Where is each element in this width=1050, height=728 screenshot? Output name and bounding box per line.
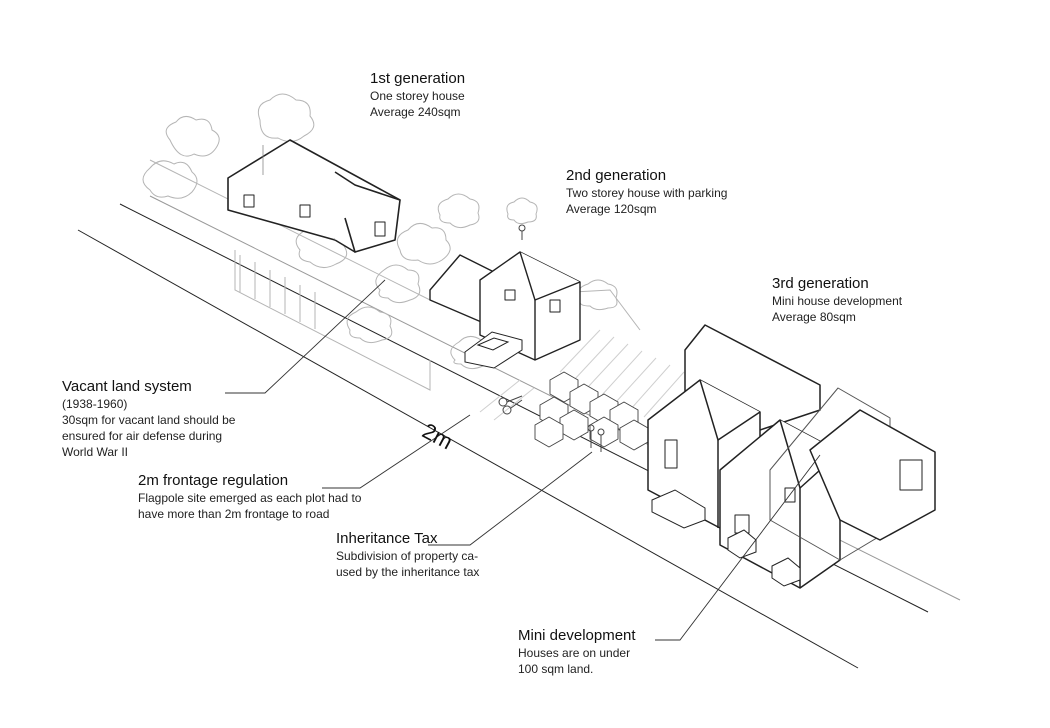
mini-development-label: Mini development Houses are on under 100… [518, 627, 636, 677]
boxes-cluster [534, 371, 649, 451]
second-generation-line-1: Two storey house with parking [566, 186, 728, 200]
inheritance-tax-label: Inheritance Tax Subdivision of property … [336, 530, 479, 580]
vacant-land-line-1: (1938-1960) [62, 397, 128, 411]
third-generation-houses [647, 324, 936, 589]
first-generation-house [227, 139, 401, 253]
vacant-land-line-2: 30sqm for vacant land should be [62, 413, 236, 427]
cars-street [651, 489, 801, 587]
second-generation-label: 2nd generation Two storey house with par… [566, 167, 727, 217]
second-generation-house [429, 251, 581, 361]
second-generation-title: 2nd generation [566, 167, 667, 184]
frontage-line-1: Flagpole site emerged as each plot had t… [138, 491, 362, 505]
first-generation-line-1: One storey house [370, 89, 465, 103]
vacant-land-line-3: ensured for air defense during [62, 429, 223, 443]
mini-development-line-1: Houses are on under [518, 646, 631, 660]
vacant-lot-hatch [479, 329, 685, 421]
people-figures [518, 224, 605, 452]
first-generation-line-2: Average 240sqm [370, 105, 461, 119]
first-generation-label: 1st generation One storey house Average … [370, 70, 465, 120]
third-generation-line-2: Average 80sqm [772, 310, 856, 324]
third-generation-line-1: Mini house development [772, 294, 903, 308]
inheritance-title: Inheritance Tax [336, 530, 438, 547]
vacant-land-title: Vacant land system [62, 378, 192, 395]
first-generation-title: 1st generation [370, 70, 466, 87]
mini-development-title: Mini development [518, 627, 636, 644]
inheritance-line-2: used by the inheritance tax [336, 565, 480, 579]
scissors-icon [498, 395, 523, 415]
inheritance-line-1: Subdivision of property ca- [336, 549, 479, 563]
frontage-regulation-label: 2m frontage regulation Flagpole site eme… [138, 472, 361, 522]
frontage-title: 2m frontage regulation [138, 472, 289, 489]
car-parking [464, 331, 523, 369]
third-generation-label: 3rd generation Mini house development Av… [772, 275, 902, 325]
vacant-land-line-4: World War II [62, 445, 129, 459]
third-generation-title: 3rd generation [772, 275, 869, 292]
vacant-land-label: Vacant land system (1938-1960) 30sqm for… [62, 378, 235, 460]
leader-lines [225, 279, 821, 641]
second-generation-line-2: Average 120sqm [566, 202, 657, 216]
mini-development-line-2: 100 sqm land. [518, 662, 594, 676]
frontage-line-2: have more than 2m frontage to road [138, 507, 330, 521]
